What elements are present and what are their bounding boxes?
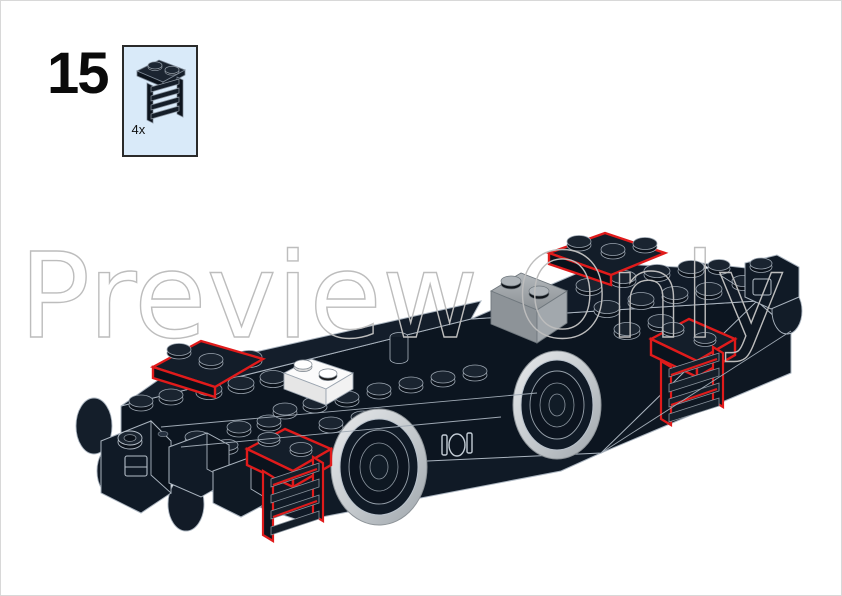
step-header: 15: [47, 45, 198, 157]
parts-callout-box: 4x: [121, 45, 198, 157]
ladder-part-icon: [135, 59, 186, 124]
vehicle-rear-details: [744, 254, 803, 335]
callout-quantity-label: 4x: [131, 122, 146, 137]
ladder-front-left-highlighted: [244, 427, 334, 543]
wheel-rear: [512, 350, 602, 460]
step-number: 15: [47, 41, 109, 106]
side-marking: [441, 432, 473, 457]
body-edge-lines: [160, 330, 792, 454]
plate-rear-top-right-highlighted: [545, 231, 669, 287]
brick-1x2-gray: [490, 272, 568, 344]
wheel-front: [330, 408, 428, 526]
cylinder-detail: [389, 332, 409, 364]
ladder-rear-right-highlighted: [648, 317, 738, 427]
plate-front-top-left-highlighted: [149, 339, 267, 399]
brick-1x2-white: [282, 358, 355, 406]
vehicle-front-nose: [75, 397, 272, 532]
